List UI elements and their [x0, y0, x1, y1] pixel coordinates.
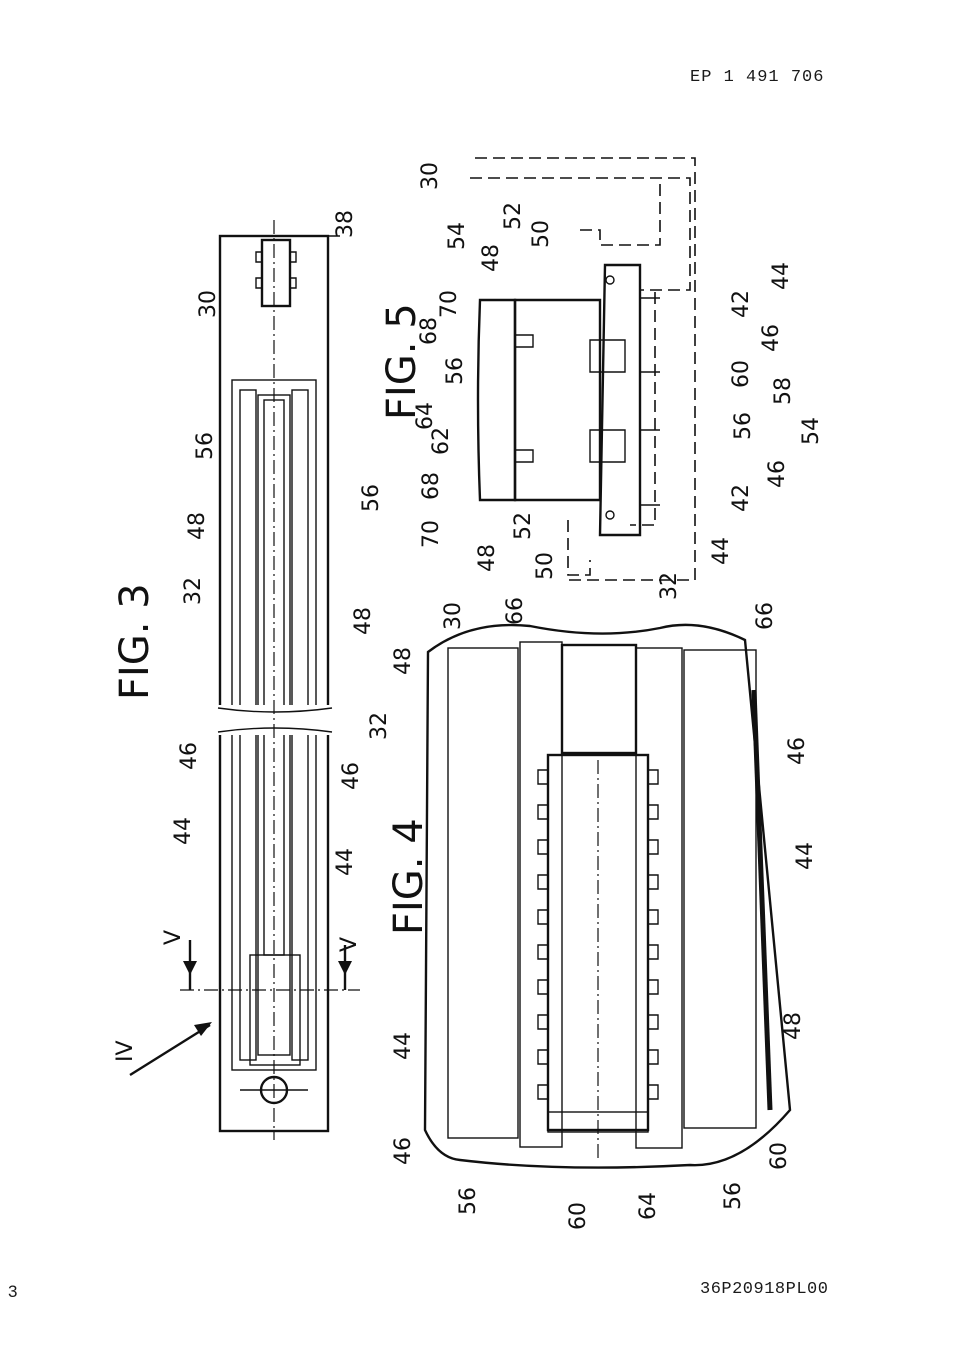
svg-text:68: 68 — [419, 472, 444, 500]
fig4-title: FIG. 4 — [386, 818, 432, 935]
svg-text:70: 70 — [437, 290, 462, 318]
svg-text:56: 56 — [193, 432, 218, 460]
svg-text:48: 48 — [479, 244, 504, 272]
svg-text:32: 32 — [657, 572, 682, 600]
figure-3: FIG. 3 30 38 56 48 32 46 44 56 48 46 44 … — [112, 210, 384, 1140]
svg-text:48: 48 — [185, 512, 210, 540]
fig4-labels: 30 32 48 66 66 46 44 48 44 46 56 60 64 5… — [367, 597, 818, 1230]
svg-text:54: 54 — [799, 417, 824, 445]
publication-number: EP 1 491 706 — [690, 68, 825, 87]
svg-text:32: 32 — [181, 577, 206, 605]
svg-text:56: 56 — [456, 1187, 481, 1215]
svg-text:44: 44 — [769, 262, 794, 290]
svg-text:66: 66 — [503, 597, 528, 625]
fig5-title: FIG. 5 — [379, 303, 425, 420]
svg-text:66: 66 — [753, 602, 778, 630]
svg-text:48: 48 — [781, 1012, 806, 1040]
svg-text:62: 62 — [429, 427, 454, 455]
svg-text:64: 64 — [636, 1192, 661, 1220]
svg-text:V: V — [161, 930, 186, 945]
svg-text:46: 46 — [339, 762, 364, 790]
svg-text:60: 60 — [566, 1202, 591, 1230]
svg-text:48: 48 — [351, 607, 376, 635]
svg-text:46: 46 — [785, 737, 810, 765]
svg-text:46: 46 — [177, 742, 202, 770]
svg-text:52: 52 — [511, 512, 536, 540]
page-number: 3 — [8, 1282, 18, 1301]
svg-text:42: 42 — [729, 290, 754, 318]
figure-4: FIG. 4 30 32 48 66 66 46 44 48 44 46 56 … — [367, 597, 818, 1230]
svg-text:44: 44 — [391, 1032, 416, 1060]
svg-text:56: 56 — [731, 412, 756, 440]
svg-text:56: 56 — [359, 484, 384, 512]
svg-text:30: 30 — [418, 162, 443, 190]
fig3-title: FIG. 3 — [112, 583, 158, 700]
svg-text:46: 46 — [765, 460, 790, 488]
svg-text:44: 44 — [171, 817, 196, 845]
svg-text:60: 60 — [729, 360, 754, 388]
svg-text:58: 58 — [771, 377, 796, 405]
svg-text:68: 68 — [417, 317, 442, 345]
svg-text:44: 44 — [793, 842, 818, 870]
svg-text:48: 48 — [475, 544, 500, 572]
svg-text:38: 38 — [333, 210, 358, 238]
svg-text:60: 60 — [767, 1142, 792, 1170]
document-code: 36P20918PL00 — [700, 1280, 829, 1299]
svg-text:48: 48 — [391, 647, 416, 675]
fig3-labels: 30 38 56 48 32 46 44 56 48 46 44 IV V V — [113, 210, 384, 1062]
svg-text:42: 42 — [729, 484, 754, 512]
svg-text:50: 50 — [533, 552, 558, 580]
svg-text:30: 30 — [441, 602, 466, 630]
svg-text:46: 46 — [759, 324, 784, 352]
fig4-body — [423, 623, 792, 1169]
svg-text:44: 44 — [709, 537, 734, 565]
svg-text:54: 54 — [445, 222, 470, 250]
svg-text:56: 56 — [443, 357, 468, 385]
svg-text:30: 30 — [196, 290, 221, 318]
svg-text:64: 64 — [413, 402, 438, 430]
svg-text:50: 50 — [529, 220, 554, 248]
svg-text:70: 70 — [419, 520, 444, 548]
svg-text:52: 52 — [501, 202, 526, 230]
figure-5: FIG. 5 30 54 52 50 48 70 68 56 64 62 68 … — [379, 157, 824, 600]
svg-text:IV: IV — [113, 1040, 138, 1062]
svg-text:32: 32 — [367, 712, 392, 740]
svg-text:V: V — [337, 937, 362, 952]
svg-text:56: 56 — [721, 1182, 746, 1210]
svg-text:46: 46 — [391, 1137, 416, 1165]
fig5-labels: 30 54 52 50 48 70 68 56 64 62 68 70 48 5… — [413, 162, 824, 600]
svg-text:44: 44 — [333, 848, 358, 876]
